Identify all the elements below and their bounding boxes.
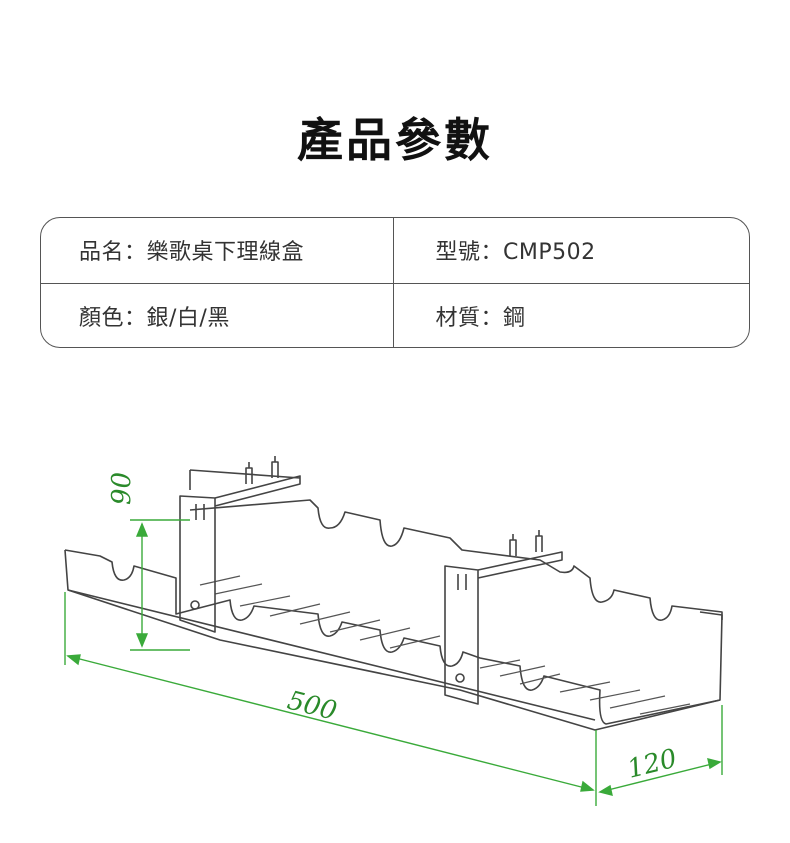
left-bracket — [179, 475, 301, 633]
length-dim-label: 500 — [284, 686, 339, 727]
right-bracket — [444, 551, 563, 705]
tray-front-wall — [64, 549, 723, 731]
page-title: 產品參數 — [297, 113, 493, 167]
tray-back-wall — [189, 499, 723, 621]
left-top-bar — [189, 469, 301, 490]
right-screw-2 — [535, 530, 543, 552]
spec-material: 材質：鋼 — [392, 283, 750, 347]
product-line-drawing: 90 500 120 — [64, 456, 723, 806]
spec-row: 顏色：銀/白/黑 材質：鋼 — [41, 282, 750, 347]
height-dim-label: 90 — [107, 472, 137, 505]
tray-slots — [199, 575, 691, 715]
width-dim-label: 120 — [624, 744, 679, 785]
right-screw — [509, 534, 517, 556]
spec-table: 品名：樂歌桌下理線盒 型號：CMP502 顏色：銀/白/黑 材質：鋼 — [40, 217, 750, 348]
spec-row: 品名：樂歌桌下理線盒 型號：CMP502 — [41, 218, 749, 283]
left-screw-2 — [271, 456, 279, 478]
tray-front-top — [64, 549, 721, 725]
left-screw — [245, 462, 253, 484]
tray-bottom-front — [67, 589, 596, 721]
spec-product-name: 品名：樂歌桌下理線盒 — [79, 240, 305, 266]
spec-model: 型號：CMP502 — [392, 218, 750, 283]
width-dim-line — [599, 761, 721, 793]
length-dim-line — [67, 655, 594, 791]
dimension-lines — [64, 519, 723, 806]
spec-color: 顏色：銀/白/黑 — [79, 305, 230, 331]
